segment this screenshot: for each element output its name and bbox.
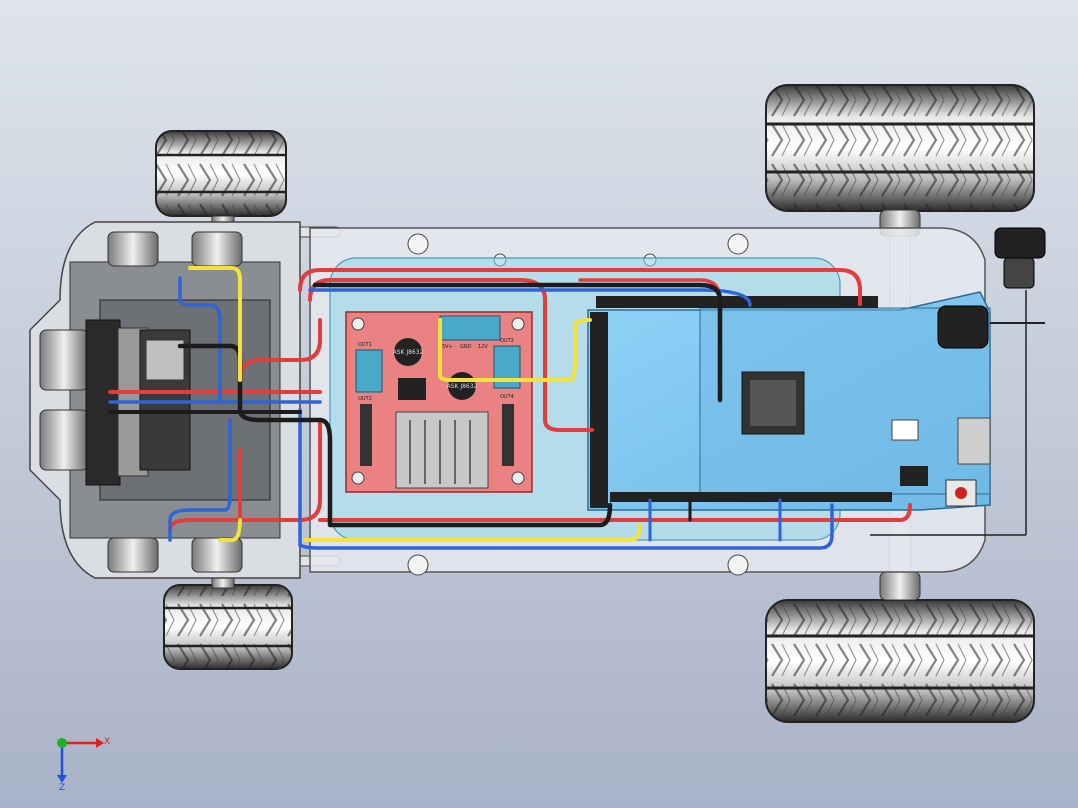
bottom-headers <box>610 492 892 502</box>
wiring-harness <box>108 266 912 550</box>
top-headers <box>596 296 878 308</box>
driver-pin-header <box>360 404 514 466</box>
side-headers <box>590 312 608 508</box>
microcontroller-board[interactable] <box>587 291 991 511</box>
header-label: 12V <box>478 344 488 350</box>
front-left-wheel[interactable] <box>155 130 287 217</box>
capacitor <box>394 338 422 366</box>
header-label: 5V+ <box>442 344 453 350</box>
front-motors[interactable] <box>107 231 243 573</box>
header-label: GND <box>460 344 472 350</box>
triad-y-axis <box>57 738 67 748</box>
rear-left-wheel[interactable] <box>765 84 1035 212</box>
triad-x-label: X <box>104 737 110 747</box>
driver-terminal-labels: OUT1 OUT2 OUT3 OUT4 5V+ GND 12V <box>358 338 514 402</box>
servo-motor[interactable] <box>139 329 191 471</box>
power-switch[interactable] <box>870 227 1046 536</box>
triad-z-label: Z <box>59 783 65 793</box>
reset-button[interactable] <box>945 479 977 507</box>
chip-label: ASK J8632 <box>447 383 478 390</box>
terminal-block-top <box>439 315 501 341</box>
terminal-label: OUT1 <box>358 342 372 348</box>
usb-port[interactable] <box>957 417 991 465</box>
axis-triad: X Z <box>57 737 110 793</box>
chip-label: ASK J8632 <box>393 349 424 356</box>
rear-right-wheel[interactable] <box>765 599 1035 723</box>
power-jack[interactable] <box>937 305 989 349</box>
terminal-label: OUT2 <box>358 396 372 402</box>
regulator-chip <box>398 378 426 400</box>
terminal-block-left <box>355 349 383 393</box>
heatsink <box>395 411 489 489</box>
terminal-label: OUT3 <box>500 338 514 344</box>
terminal-label: OUT4 <box>500 394 514 400</box>
front-right-wheel[interactable] <box>163 584 293 670</box>
